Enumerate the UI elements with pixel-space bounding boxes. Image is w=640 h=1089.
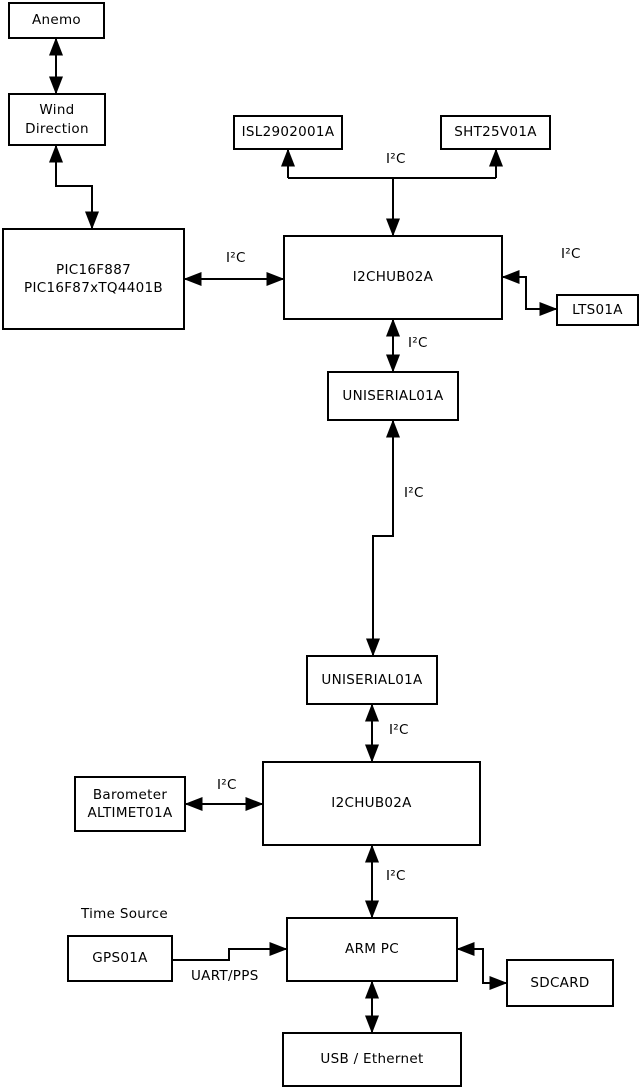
box-lts01a-label: LTS01A [572, 301, 623, 318]
label-i2c-barometer-hub2: I²C [217, 777, 237, 793]
box-sdcard: SDCARD [506, 959, 614, 1007]
connector-hub1-lts [501, 270, 558, 316]
box-gps01a: GPS01A [67, 935, 173, 982]
box-gps01a-label: GPS01A [92, 950, 148, 967]
box-pic16f887: PIC16F887 PIC16F87xTQ4401B [2, 228, 185, 330]
box-uniserial01a-2-label: UNISERIAL01A [321, 671, 423, 688]
connector-gps-armpc [173, 942, 288, 961]
box-arm-pc-label: ARM PC [345, 941, 399, 958]
box-i2chub02a-1-label: I2CHUB02A [352, 269, 434, 286]
box-isl2902001a: ISL2902001A [233, 115, 343, 150]
box-i2chub02a-2-label: I2CHUB02A [331, 795, 412, 812]
label-i2c-sensors: I²C [386, 151, 406, 167]
connector-uniserial1-uniserial2 [366, 419, 400, 657]
box-barometer-altimet01a: Barometer ALTIMET01A [74, 776, 186, 832]
box-wind-direction-line2: Direction [25, 120, 89, 137]
box-sdcard-label: SDCARD [530, 974, 590, 991]
box-pic16f887-line1: PIC16F887 [56, 261, 131, 278]
box-i2chub02a-1: I2CHUB02A [283, 235, 503, 320]
label-i2c-uniserial-link: I²C [404, 485, 424, 501]
box-anemo-label: Anemo [31, 12, 81, 29]
box-barometer-line1: Barometer [92, 786, 168, 803]
box-uniserial01a-1: UNISERIAL01A [327, 371, 459, 421]
box-barometer-line2: ALTIMET01A [87, 805, 173, 821]
box-wind-direction: Wind Direction [8, 93, 106, 146]
box-i2chub02a-2: I2CHUB02A [262, 761, 481, 846]
label-uart-pps: UART/PPS [191, 968, 259, 984]
box-lts01a: LTS01A [556, 294, 639, 326]
label-i2c-uniserial2-hub2: I²C [389, 722, 409, 738]
box-wind-direction-line1: Wind [39, 102, 75, 119]
connector-wind-pic [49, 144, 99, 230]
box-uniserial01a-2: UNISERIAL01A [306, 655, 438, 705]
box-isl2902001a-label: ISL2902001A [241, 124, 335, 141]
label-time-source: Time Source [81, 906, 168, 922]
label-i2c-hub1-uniserial1: I²C [408, 335, 428, 351]
box-sht25v01a-label: SHT25V01A [454, 124, 537, 141]
box-usb-ethernet: USB / Ethernet [282, 1032, 462, 1087]
connector-armpc-sdcard [456, 942, 508, 990]
label-i2c-pic-hub1: I²C [226, 250, 246, 266]
box-pic16f887-line2: PIC16F87xTQ4401B [24, 280, 163, 296]
box-anemo: Anemo [8, 2, 105, 39]
box-sht25v01a: SHT25V01A [440, 115, 551, 150]
label-i2c-hub2-armpc: I²C [386, 868, 406, 884]
box-arm-pc: ARM PC [286, 917, 458, 982]
box-usb-ethernet-label: USB / Ethernet [320, 1051, 424, 1068]
box-uniserial01a-1-label: UNISERIAL01A [342, 387, 444, 404]
label-i2c-hub1-lts: I²C [561, 246, 581, 262]
